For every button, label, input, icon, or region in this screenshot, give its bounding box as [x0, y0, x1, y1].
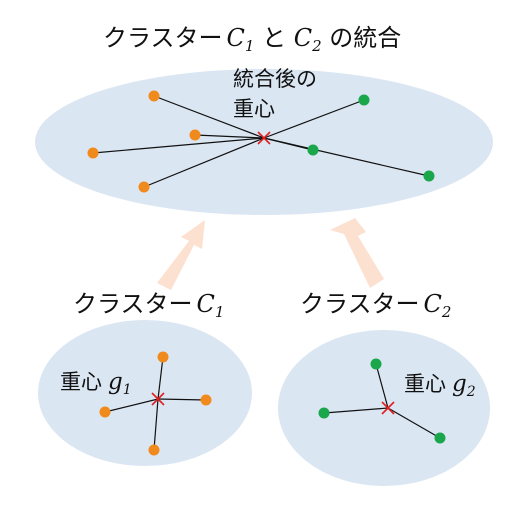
merged-point-c2 [423, 170, 435, 182]
cluster2-edge [375, 363, 389, 409]
cluster1-point [200, 394, 212, 406]
merged-point-c2 [307, 144, 319, 156]
cluster1-point [148, 444, 160, 456]
merged-point-c1 [138, 181, 150, 193]
cluster2-points [318, 358, 446, 444]
cluster1-edge [104, 398, 159, 413]
merged-points [87, 90, 435, 193]
cluster1-edges [104, 356, 207, 451]
merged-point-c1 [148, 90, 160, 102]
cluster2-centroid-mark [381, 401, 395, 415]
merged-centroid-mark [257, 131, 271, 145]
merged-edges [92, 95, 430, 188]
cluster2-edge [387, 407, 441, 439]
merged-edge [153, 95, 265, 139]
cluster1-point [157, 351, 169, 363]
cluster1-points [99, 351, 212, 456]
merged-centroid-label-line1: 統合後の [233, 67, 317, 91]
cluster1-edge [153, 398, 159, 451]
cluster2-point [434, 432, 446, 444]
arrow-from-cluster1 [157, 220, 205, 290]
cluster2-point [318, 407, 330, 419]
cluster1-centroid-mark [151, 392, 165, 406]
merged-edge [194, 134, 265, 139]
merged-edge [263, 99, 365, 139]
cluster1-edge [157, 356, 164, 400]
merged-point-c1 [189, 129, 201, 141]
merged-edge [143, 137, 265, 188]
merged-edge [92, 137, 265, 154]
merged-edge [263, 137, 430, 177]
cluster2-point [370, 358, 382, 370]
cluster1-edge [157, 398, 207, 401]
merged-point-c1 [87, 147, 99, 159]
arrow-from-cluster2 [330, 218, 384, 288]
cluster2-edges [323, 363, 441, 439]
merged-cluster-ellipse [35, 69, 493, 215]
merged-centroid-label-line2: 重心 [233, 97, 275, 121]
merge-arrows [157, 218, 384, 290]
cluster1-ellipse [38, 320, 252, 466]
cluster1-point [99, 406, 111, 418]
merged-point-c2 [358, 94, 370, 106]
cluster2-edge [323, 407, 389, 414]
